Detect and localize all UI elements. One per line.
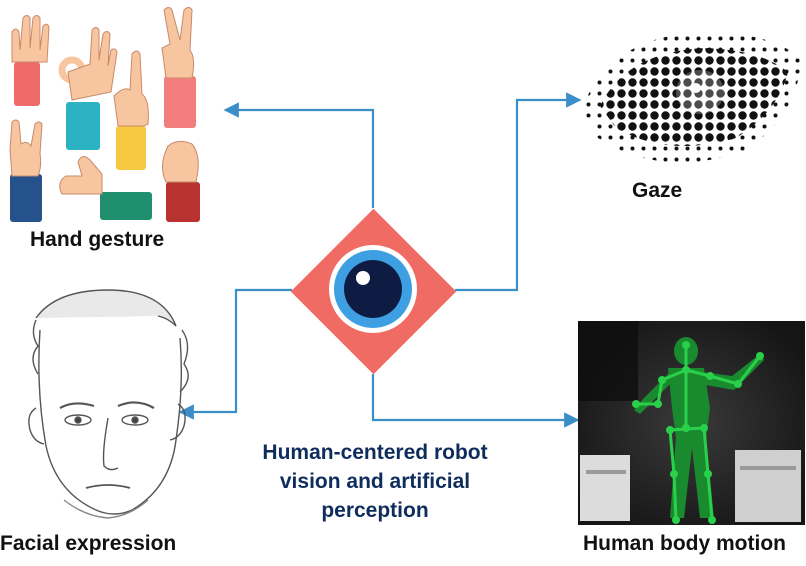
gaze-label: Gaze [632, 179, 683, 202]
sketched-face-illustration [28, 289, 189, 519]
halftone-eye-illustration [582, 32, 802, 163]
hand-gestures-illustration [9, 7, 200, 222]
center-caption-line: perception [321, 499, 429, 522]
center-caption: Human-centered robot vision and artifici… [210, 438, 540, 525]
connector-facial-expression [178, 288, 292, 420]
center-caption-line: Human-centered robot [262, 441, 488, 464]
connector-gaze [455, 92, 582, 292]
depth-camera-skeleton-illustration [578, 321, 805, 525]
connector-body-motion [371, 374, 580, 428]
eye-in-diamond-icon [290, 208, 457, 375]
connectors [178, 92, 582, 428]
connector-hand-gesture [223, 102, 375, 208]
hand-gesture-label: Hand gesture [30, 228, 165, 251]
facial-expression-label: Facial expression [0, 532, 177, 555]
human-body-motion-label: Human body motion [583, 532, 786, 555]
center-caption-line: vision and artificial [279, 470, 471, 493]
